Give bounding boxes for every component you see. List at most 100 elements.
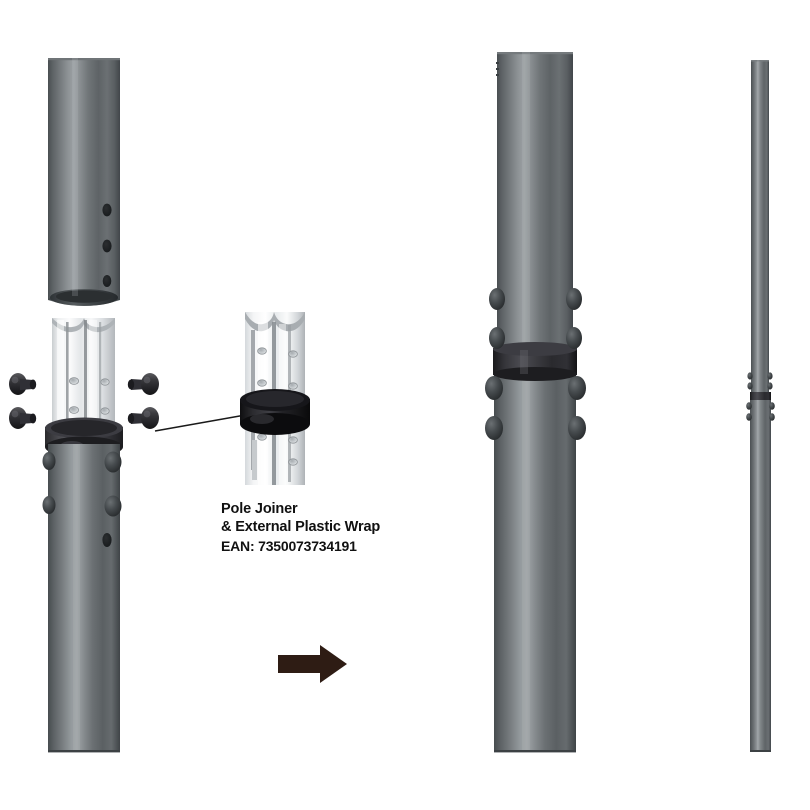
detail-joiner-hole — [257, 379, 267, 387]
callout-leader-line — [154, 413, 252, 432]
full-pole-button — [747, 372, 753, 380]
lower-pole-hole — [102, 533, 112, 547]
full-pole-highlight — [757, 60, 760, 750]
full-pole-joint-band — [750, 392, 771, 400]
peg-highlight — [11, 376, 19, 384]
assembled-top-edge — [497, 52, 573, 55]
joiner-detail-view — [240, 312, 310, 485]
assembled-button-left — [489, 327, 505, 349]
joiner-hole — [100, 407, 110, 415]
upper-pole-hole — [102, 239, 112, 253]
lower-pole-highlight — [73, 444, 80, 750]
process-arrow — [278, 645, 347, 683]
peg-highlight — [143, 410, 151, 418]
full-pole-upper — [751, 60, 769, 400]
assembled-edge-nick — [496, 62, 499, 64]
rubber-peg-right-lower — [127, 407, 159, 429]
callout-line-3-ean: EAN: 7350073734191 — [221, 538, 357, 554]
joiner-insert-exploded — [52, 318, 115, 436]
full-pole-view — [746, 60, 775, 752]
collar-inner — [51, 420, 117, 436]
assembled-joint-band — [493, 342, 577, 381]
callout-text-block: Pole Joiner & External Plastic Wrap EAN:… — [221, 500, 481, 555]
upper-pole-body — [48, 58, 120, 306]
detail-joiner-hole — [257, 347, 267, 355]
assembled-button-left — [485, 376, 503, 400]
upper-pole-bore — [56, 290, 112, 303]
callout-line-2: & External Plastic Wrap — [221, 519, 381, 535]
rubber-peg-group — [9, 373, 159, 429]
full-pole-lower — [750, 396, 771, 752]
full-pole-button — [769, 402, 775, 410]
full-pole-top-edge — [751, 60, 769, 62]
detail-joiner-hole — [288, 382, 298, 390]
joiner-groove — [99, 322, 102, 436]
upper-pole-hole — [102, 275, 112, 287]
assembled-lower-tube — [494, 366, 576, 752]
assembled-pole-view — [485, 52, 586, 753]
wrap-band-highlight — [250, 414, 274, 424]
exploded-lower-pole-assembly — [42, 318, 123, 753]
full-pole-button — [767, 382, 773, 390]
joiner-highlight — [89, 320, 97, 436]
peg-shaft — [20, 379, 33, 390]
arrow-shape — [278, 645, 347, 683]
joint-band-top-rim — [493, 342, 577, 356]
lower-pole-body — [48, 444, 120, 752]
wrap-band-bottom-rim — [240, 413, 310, 435]
peg-tip — [29, 413, 37, 424]
joint-band-bottom-rim — [493, 367, 577, 381]
rubber-peg-right-upper — [127, 373, 159, 395]
joiner-groove — [66, 322, 69, 436]
peg-highlight — [143, 376, 151, 384]
assembled-upper-tube — [497, 52, 573, 370]
locking-button — [104, 451, 122, 473]
rubber-peg-left-upper — [9, 373, 37, 395]
assembled-button-left — [485, 416, 503, 440]
upper-pole-highlight — [72, 58, 78, 296]
exploded-upper-pole — [48, 58, 120, 306]
detail-joiner-hole — [288, 458, 298, 466]
assembled-button-right — [566, 288, 582, 310]
callout-line-1: Pole Joiner — [221, 501, 298, 517]
assembled-button-right — [568, 376, 586, 400]
upper-pole-top-edge — [48, 58, 120, 61]
full-pole-button — [769, 413, 775, 421]
joiner-groove — [84, 320, 87, 436]
assembled-highlight — [522, 52, 530, 750]
peg-highlight — [11, 410, 19, 418]
detail-joiner-hole — [288, 350, 298, 358]
lower-pole-bottom-edge — [48, 750, 120, 753]
full-pole-button — [746, 413, 752, 421]
rubber-peg-left-lower — [9, 407, 37, 429]
detail-joiner-hole — [288, 436, 298, 444]
assembled-button-left — [489, 288, 505, 310]
assembled-edge-nick — [496, 74, 499, 76]
detail-joiner-bottom-slot — [252, 440, 257, 480]
full-pole-button — [767, 372, 773, 380]
joiner-hole — [69, 406, 80, 414]
full-pole-button — [747, 382, 753, 390]
locking-button — [42, 496, 56, 514]
external-plastic-wrap-band — [240, 389, 310, 435]
detail-joiner-hole — [257, 433, 267, 441]
locking-button — [42, 452, 56, 470]
assembled-bottom-edge — [494, 750, 576, 753]
full-pole-button — [746, 402, 752, 410]
peg-shaft — [20, 413, 33, 424]
assembled-button-right — [568, 416, 586, 440]
joiner-hole — [100, 378, 110, 386]
peg-tip — [127, 413, 135, 424]
peg-tip — [127, 379, 135, 390]
assembled-edge-nick — [496, 68, 499, 70]
peg-head — [141, 373, 159, 395]
upper-pole-hole — [102, 203, 112, 217]
joint-band-highlight — [520, 350, 528, 374]
full-pole-bottom-edge — [750, 750, 771, 752]
joiner-hole — [69, 377, 80, 385]
peg-head — [141, 407, 159, 429]
assembled-button-right — [566, 327, 582, 349]
peg-tip — [29, 379, 37, 390]
